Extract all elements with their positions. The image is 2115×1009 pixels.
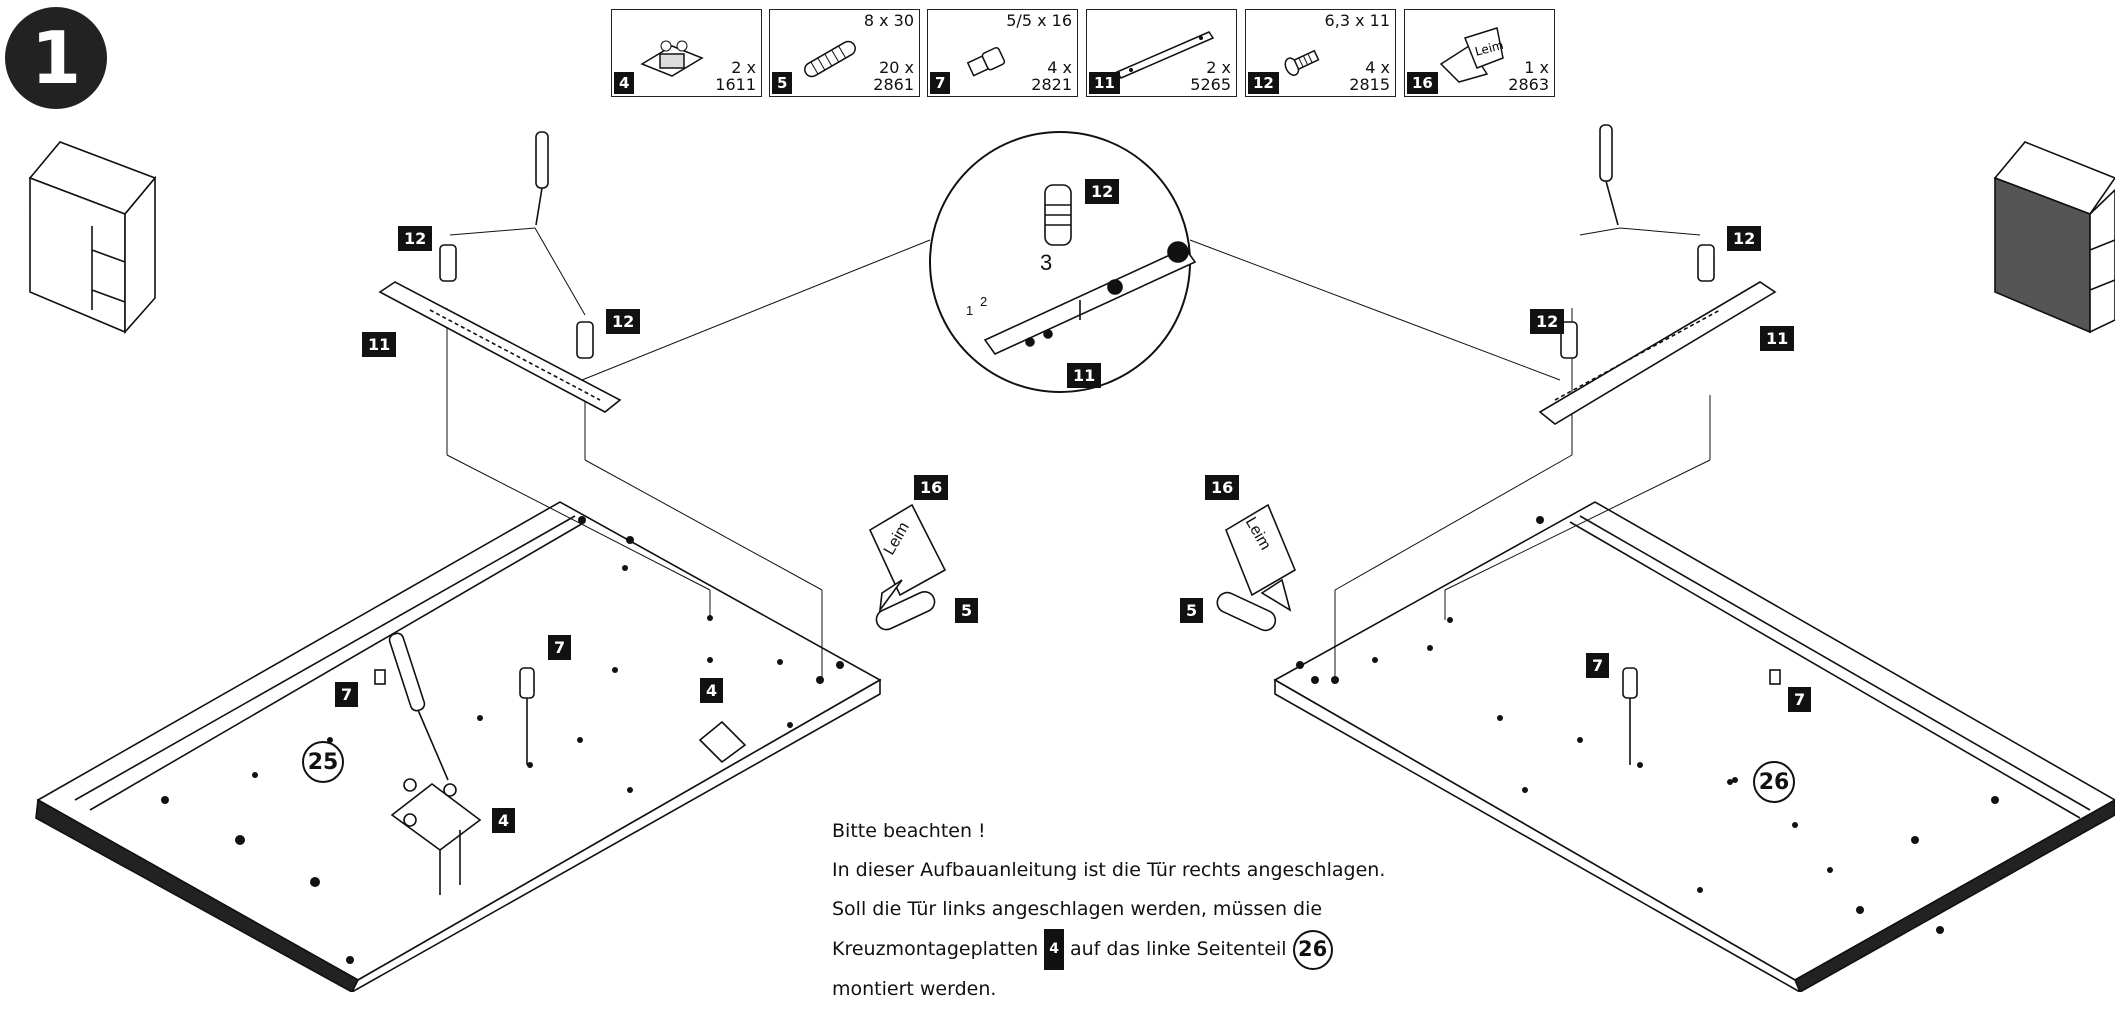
part-number: 16 <box>1407 72 1438 94</box>
label-plate-assembled: 4 <box>492 808 516 833</box>
part-spec: 6,3 x 11 <box>1324 11 1390 30</box>
detail-magnifier <box>929 131 1197 393</box>
screw-left-1 <box>439 244 457 282</box>
note-panel-ring: 26 <box>1292 929 1333 970</box>
part-number: 4 <box>614 72 635 94</box>
label-screw-left-2: 12 <box>606 309 641 334</box>
wooden-dowel-icon <box>804 40 856 78</box>
shelf-pin-right <box>1622 667 1638 699</box>
shelf-pin-left <box>519 667 535 699</box>
drawer-rail-right <box>1538 281 1777 425</box>
label-pin-left-1: 7 <box>548 635 572 660</box>
part-qty: 4 x <box>1365 58 1390 77</box>
part-qty: 2 x <box>1206 58 1231 77</box>
label-pin-right-1: 7 <box>1586 653 1610 678</box>
panel-number-left: 25 <box>302 741 344 783</box>
label-rail-right: 11 <box>1760 326 1795 351</box>
glue-tube-left <box>868 503 947 613</box>
part-qty: 2 x <box>731 58 756 77</box>
part-code: 1611 <box>715 75 756 94</box>
part-box-4: 2 x 1611 4 <box>611 9 762 97</box>
screw-icon <box>1284 49 1320 76</box>
dowel-right <box>1216 591 1277 632</box>
mounting-plate-assembled <box>390 778 482 895</box>
drawer-rail-left <box>378 281 622 413</box>
label-pin-left-2: 7 <box>335 682 359 707</box>
step-number: 1 <box>5 7 107 109</box>
part-number: 7 <box>930 72 951 94</box>
label-pin-right-2: 7 <box>1788 687 1812 712</box>
part-qty: 1 x <box>1524 58 1549 77</box>
part-code: 2815 <box>1349 75 1390 94</box>
part-code: 5265 <box>1190 75 1231 94</box>
part-spec: 8 x 30 <box>863 11 914 30</box>
part-spec: 5/5 x 16 <box>1006 11 1072 30</box>
part-code: 2821 <box>1031 75 1072 94</box>
note-line-3: Soll die Tür links angeschlagen werden, … <box>832 898 1323 920</box>
note-part-tag: 4 <box>1044 929 1064 970</box>
part-box-5: 8 x 30 20 x 2861 5 <box>769 9 920 97</box>
label-glue-left: 16 <box>914 475 949 500</box>
part-box-7: 5/5 x 16 4 x 2821 7 <box>927 9 1078 97</box>
part-code: 2861 <box>873 75 914 94</box>
screwdriver-panel <box>388 632 449 781</box>
detail-number-1: 1 <box>966 303 974 318</box>
part-box-12: 6,3 x 11 4 x 2815 12 <box>1245 9 1396 97</box>
screw-right-2 <box>1697 244 1715 282</box>
label-rail-left: 11 <box>362 332 397 357</box>
dowel-left <box>875 590 936 631</box>
screw-right-1 <box>1560 321 1578 359</box>
side-panel-left <box>35 501 882 992</box>
note-line-1: Bitte beachten ! <box>832 820 986 842</box>
glue-tube-right <box>1225 503 1297 612</box>
label-detail-screw: 12 <box>1085 179 1120 204</box>
glue-tube-icon: Leim <box>1439 27 1505 83</box>
part-qty: 20 x <box>879 58 914 77</box>
cabinet-thumbnail-left <box>28 141 157 335</box>
part-number: 12 <box>1248 72 1279 94</box>
label-plate-loose: 4 <box>700 678 724 703</box>
part-code: 2863 <box>1508 75 1549 94</box>
part-number: 11 <box>1089 72 1120 94</box>
panel-number-right: 26 <box>1753 761 1795 803</box>
part-box-16: Leim 1 x 2863 16 <box>1404 9 1555 97</box>
screwdriver-right <box>1599 124 1619 226</box>
label-detail-rail: 11 <box>1067 363 1102 388</box>
note-line-4-after: auf das linke Seitenteil <box>1069 938 1287 960</box>
assembly-note: Bitte beachten ! In dieser Aufbauanleitu… <box>832 812 1385 1009</box>
shelf-pin-icon <box>966 46 1006 77</box>
part-qty: 4 x <box>1047 58 1072 77</box>
mounting-plate-loose <box>698 720 747 764</box>
label-glue-right: 16 <box>1205 475 1240 500</box>
part-number: 5 <box>772 72 793 94</box>
side-panel-right <box>1273 501 2115 992</box>
note-line-5: montiert werden. <box>832 978 997 1000</box>
screwdriver-left <box>535 131 549 226</box>
screw-left-2 <box>576 321 594 359</box>
label-dowel-left: 5 <box>955 598 979 623</box>
label-screw-right-1: 12 <box>1530 309 1565 334</box>
detail-number-2: 2 <box>980 294 988 309</box>
detail-number-3: 3 <box>1040 250 1053 275</box>
note-line-2: In dieser Aufbauanleitung ist die Tür re… <box>832 859 1386 881</box>
cross-mounting-plate-icon <box>640 40 704 77</box>
note-line-4-before: Kreuzmontageplatten <box>832 938 1039 960</box>
label-dowel-right: 5 <box>1180 598 1204 623</box>
part-box-11: 2 x 5265 11 <box>1086 9 1237 97</box>
label-screw-left-1: 12 <box>398 226 433 251</box>
label-screw-right-2: 12 <box>1727 226 1762 251</box>
cabinet-thumbnail-right <box>1993 141 2115 334</box>
